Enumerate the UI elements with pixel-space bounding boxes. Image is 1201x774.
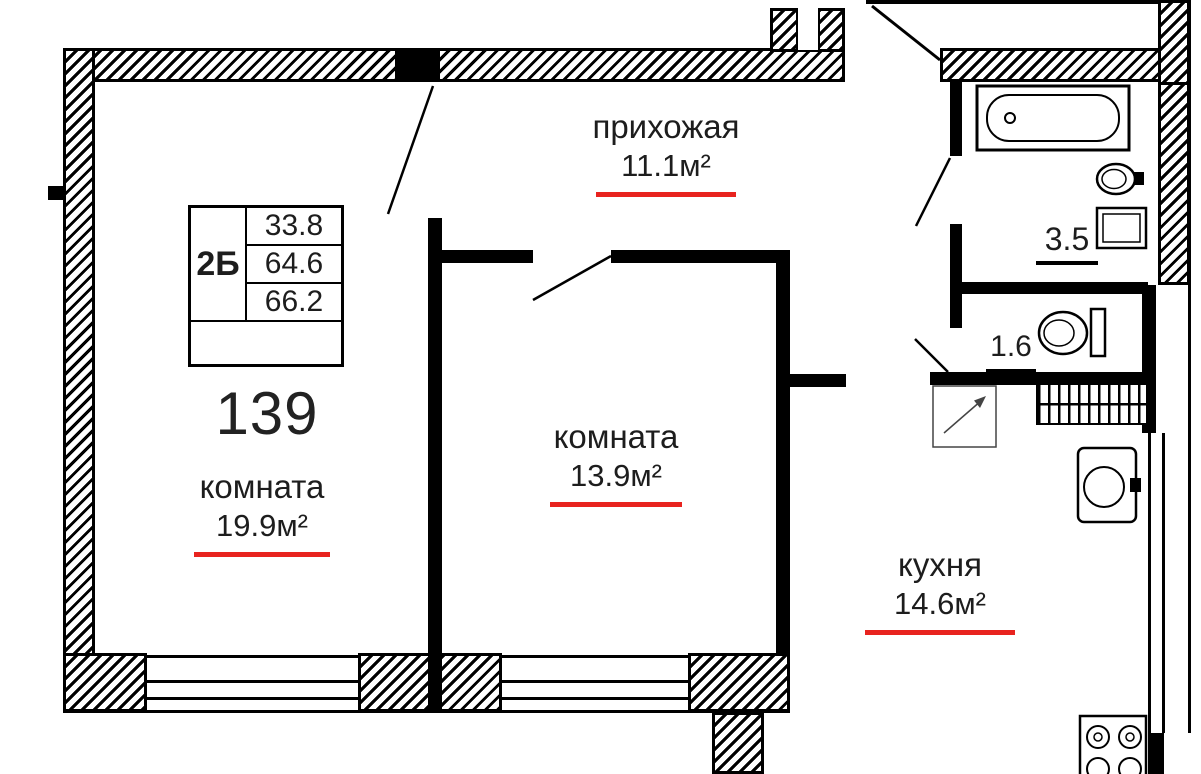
unit-type-cell: 2Б — [191, 208, 247, 320]
room-label-left: комната 19.9м² — [152, 468, 372, 557]
area-table-empty-row — [191, 320, 341, 364]
room-label-hallway: прихожая 11.1м² — [556, 108, 776, 197]
door-pier-top-wall — [395, 48, 440, 82]
black-underline — [1036, 261, 1098, 265]
wall-top — [63, 48, 845, 82]
area-cell-total: 66.2 — [264, 285, 324, 318]
door-swing-bathroom-icon — [914, 157, 952, 227]
room-left-area: 19.9м² — [216, 508, 308, 543]
window-room-middle — [502, 680, 688, 700]
wc-wall-left — [950, 294, 962, 328]
wall-left — [63, 48, 95, 662]
wall-corner-top-right — [1158, 0, 1190, 85]
balcony-wall-stub — [712, 712, 764, 774]
wall-right-upper — [1158, 82, 1190, 285]
toilet-icon — [1037, 307, 1107, 358]
building-outer-right-line — [1188, 0, 1191, 733]
bathroom-wall-left-lower — [950, 224, 962, 294]
kitchen-name: кухня — [898, 546, 982, 583]
door-swing-wc-icon — [914, 338, 949, 373]
corridor-wall-stub — [790, 374, 846, 387]
area-values-column: 33.8 64.6 66.2 — [247, 208, 341, 320]
partition-left-middle — [428, 218, 442, 712]
room-label-kitchen: кухня 14.6м² — [830, 546, 1050, 635]
room-label-bathroom: 3.5 — [1028, 222, 1106, 265]
window-kitchen-right — [1148, 433, 1165, 733]
wc-area: 1.6 — [990, 330, 1032, 363]
room-left-name: комната — [199, 468, 325, 505]
vent-arrow-icon — [932, 385, 997, 448]
wall-bathroom-wc-divider — [950, 282, 1148, 294]
bathroom-wall-left-upper — [950, 82, 962, 156]
hallway-area: 11.1м² — [621, 148, 711, 183]
washbasin-icon — [1095, 162, 1144, 196]
kitchen-sink-icon — [1076, 446, 1141, 524]
bathtub-icon — [975, 84, 1131, 152]
door-swing-room-middle-icon — [532, 254, 612, 302]
window-room-left — [147, 680, 358, 700]
corridor-top-edge-line — [866, 0, 1160, 4]
room-middle-area: 13.9м² — [570, 458, 662, 493]
radiator-grill-icon — [1036, 383, 1148, 425]
hallway-name: прихожая — [592, 108, 740, 145]
wall-corner-bottom-left — [63, 653, 147, 712]
bathroom-area: 3.5 — [1044, 221, 1090, 257]
door-swing-room-left-icon — [386, 85, 435, 215]
partition-middle-right — [776, 250, 790, 655]
room-label-middle: комната 13.9м² — [506, 418, 726, 507]
vent-shaft-slot — [796, 8, 820, 50]
room-middle-name: комната — [553, 418, 679, 455]
red-underline — [596, 192, 736, 197]
room-label-wc: 1.6 — [982, 330, 1040, 373]
wall-pier-bottom-right — [688, 653, 790, 712]
black-underline — [986, 369, 1036, 373]
area-table: 2Б 33.8 64.6 66.2 — [188, 205, 344, 367]
red-underline — [865, 630, 1015, 635]
apartment-number: 139 — [215, 380, 319, 447]
area-cell-living: 33.8 — [247, 208, 341, 246]
wall-right-bottom — [1148, 733, 1164, 774]
kitchen-area: 14.6м² — [894, 586, 986, 621]
red-underline — [194, 552, 330, 557]
partition-middle-top-right — [611, 250, 790, 263]
partition-middle-top-left — [442, 250, 533, 263]
stove-icon — [1078, 714, 1148, 774]
door-swing-entrance-icon — [871, 4, 941, 62]
wall-left-tick — [48, 186, 63, 200]
wc-wall-bottom — [930, 372, 1148, 385]
red-underline — [550, 502, 682, 507]
area-cell-usable: 64.6 — [247, 246, 341, 284]
wall-top-bathroom — [940, 48, 1190, 82]
